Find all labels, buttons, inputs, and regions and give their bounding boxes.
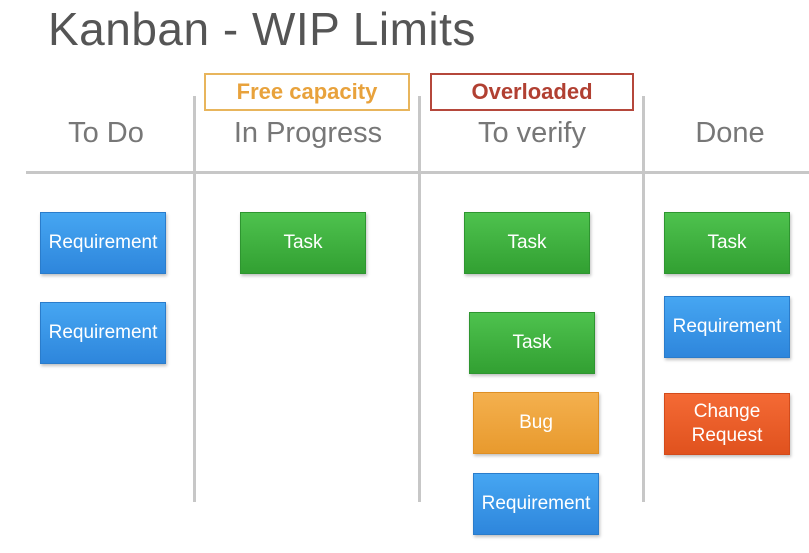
kanban-card-requirement[interactable]: Requirement [664,296,790,358]
kanban-card-task[interactable]: Task [664,212,790,274]
column-header-done: Done [695,117,765,149]
header-divider [26,171,809,174]
kanban-card-task[interactable]: Task [464,212,590,274]
free-capacity-badge: Free capacity [204,73,410,111]
overloaded-badge: Overloaded [430,73,634,111]
kanban-card-requirement[interactable]: Requirement [40,302,166,364]
column-header-to-do: To Do [68,117,144,149]
column-divider [418,96,421,502]
column-header-in-progress: In Progress [233,117,383,149]
kanban-card-task[interactable]: Task [469,312,595,374]
kanban-card-task[interactable]: Task [240,212,366,274]
kanban-card-requirement[interactable]: Requirement [40,212,166,274]
kanban-card-change-request[interactable]: Change Request [664,393,790,455]
column-divider [642,96,645,502]
kanban-card-requirement[interactable]: Requirement [473,473,599,535]
page-title: Kanban - WIP Limits [48,3,476,55]
column-divider [193,96,196,502]
column-header-to-verify: To verify [478,117,586,149]
kanban-card-bug[interactable]: Bug [473,392,599,454]
